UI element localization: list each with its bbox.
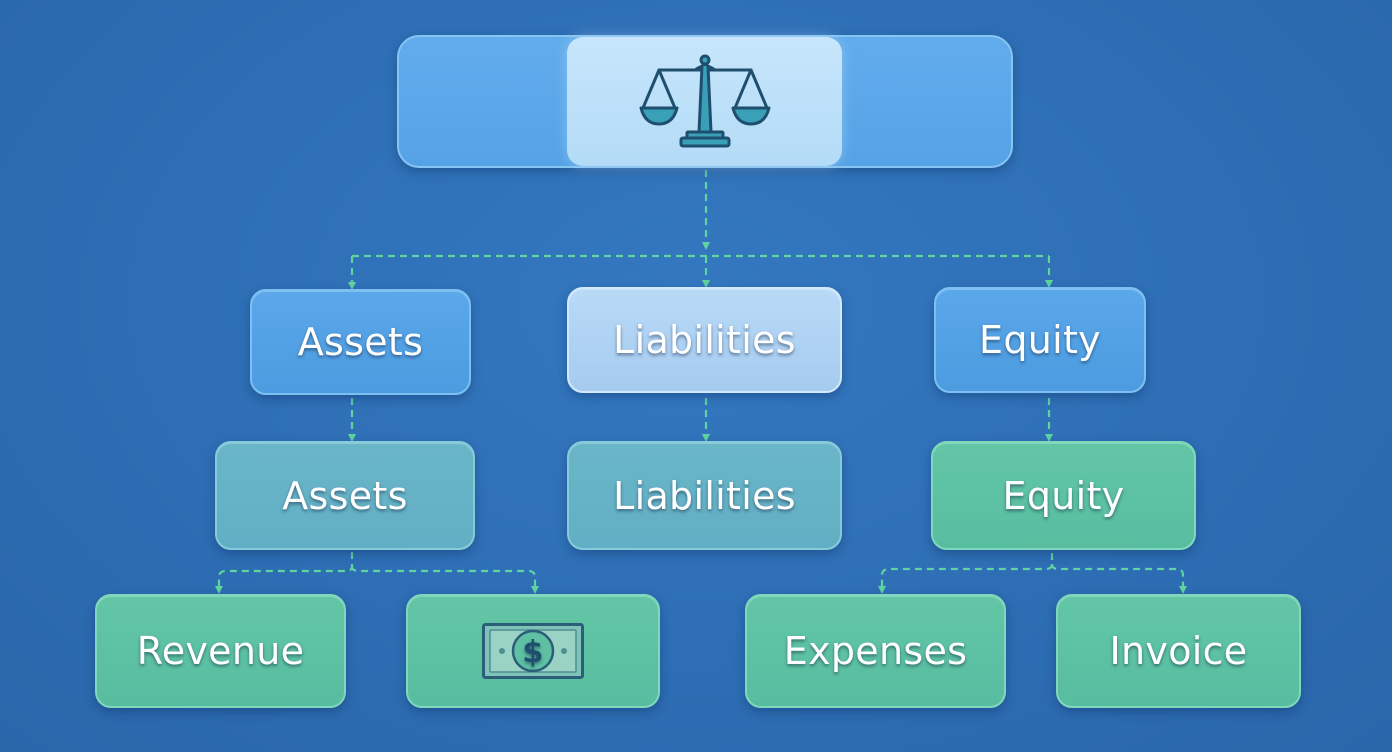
liabilities-node-label: Liabilities [613,318,796,362]
assets-node[interactable]: Assets [250,289,471,395]
balance-scale-icon [637,52,773,152]
svg-text:$: $ [522,635,543,670]
root-node[interactable] [567,37,842,166]
equity-node-label: Equity [979,318,1101,362]
liabilities-node[interactable]: Liabilities [567,287,842,393]
invoice-node-label: Invoice [1109,629,1248,673]
invoice-node[interactable]: Invoice [1056,594,1301,708]
equity-subnode[interactable]: Equity [931,441,1196,550]
expenses-node-label: Expenses [783,629,968,673]
dollar-bill-icon: $ [482,623,584,679]
equity-subnode-label: Equity [1002,473,1125,518]
revenue-node-label: Revenue [136,629,305,673]
expenses-node[interactable]: Expenses [745,594,1006,708]
cash-node[interactable]: $ [406,594,660,708]
assets-subnode-label: Assets [282,473,408,518]
liabilities-subnode[interactable]: Liabilities [567,441,842,550]
revenue-node[interactable]: Revenue [95,594,346,708]
assets-subnode[interactable]: Assets [215,441,475,550]
liabilities-subnode-label: Liabilities [613,473,796,518]
assets-node-label: Assets [297,320,424,364]
equity-node[interactable]: Equity [934,287,1146,393]
